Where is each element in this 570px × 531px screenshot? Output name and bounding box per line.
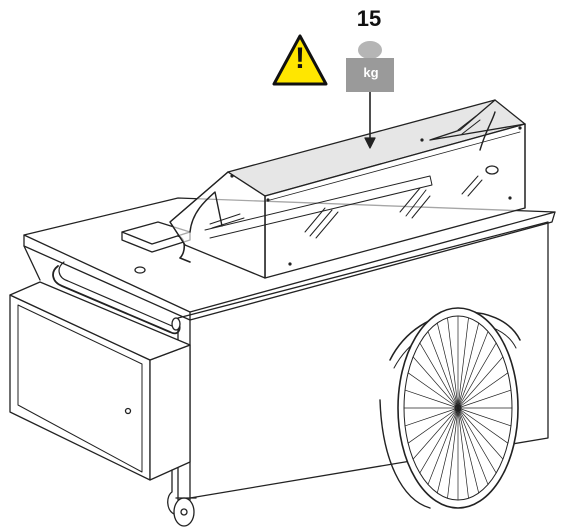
wheel-spoke (457, 407, 489, 485)
push-handle (52, 261, 181, 335)
wheel-spoke (457, 407, 497, 474)
storage-box (9, 281, 191, 481)
wheel-spoke (457, 331, 489, 409)
weight-icon (346, 41, 394, 92)
wheel-spoke (457, 407, 512, 427)
rear-wheel (379, 307, 521, 509)
wheel-spoke (457, 356, 504, 409)
wheel-spoke (407, 407, 459, 444)
wheel-spokes (403, 315, 513, 501)
wheel-spoke (457, 322, 480, 409)
front-caster (167, 469, 197, 527)
wheel-spoke (404, 389, 459, 409)
wheel-spoke (412, 356, 459, 409)
wheel-spoke (457, 407, 509, 444)
wheel-spoke (447, 407, 459, 499)
warning-icon (272, 34, 328, 86)
wheel-spoke (457, 372, 509, 409)
wheel-spoke (457, 317, 469, 409)
wheel-spoke (457, 407, 480, 494)
wheel-spoke (419, 342, 459, 409)
wheel-spoke (419, 407, 459, 474)
wheel-spoke (436, 322, 459, 409)
wheel-spoke (407, 372, 459, 409)
wheel-spoke (436, 407, 459, 494)
latch-icon (124, 407, 132, 415)
glass-display-case (169, 99, 526, 279)
wheel-spoke (457, 407, 469, 499)
warning-exclamation: ! (295, 42, 305, 75)
weight-value: 15 (356, 6, 382, 31)
wheel-spoke (404, 407, 459, 427)
wheel-spoke (412, 407, 459, 460)
wheel-spoke (447, 317, 459, 409)
wheel-spoke (427, 331, 459, 409)
wheel-spoke (427, 407, 459, 485)
weight-unit: kg (363, 65, 379, 80)
wheel-spoke (457, 389, 512, 409)
wheel-spoke (457, 342, 497, 409)
load-arrow (364, 91, 376, 149)
wheel-spoke (457, 407, 504, 460)
